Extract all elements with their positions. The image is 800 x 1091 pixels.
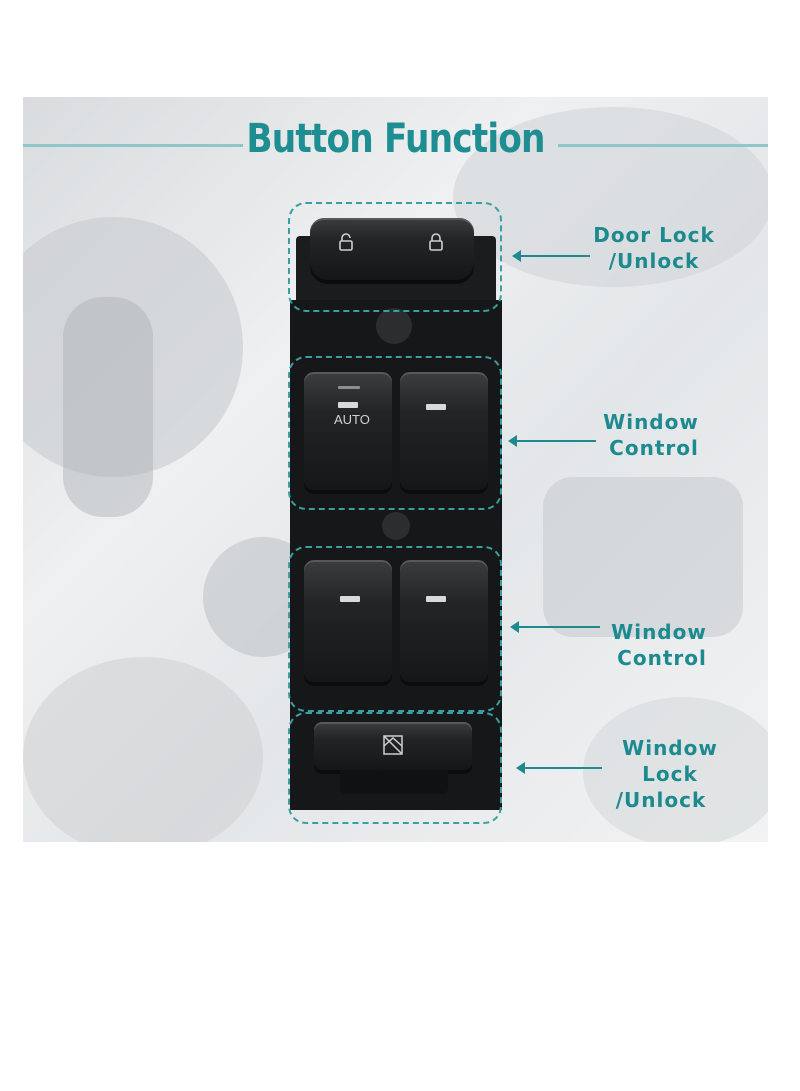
title-bar: Button Function — [23, 110, 768, 174]
label-door-lock: Door Lock /Unlock — [592, 222, 716, 274]
indicator-lamp — [340, 596, 360, 602]
label-window-lock: Window Lock /Unlock — [596, 735, 744, 813]
title-rule-left — [23, 144, 243, 147]
indicator-lamp — [338, 386, 360, 389]
label-window-lock-line1: Window Lock — [622, 736, 718, 786]
label-window-control-2-line2: Control — [617, 646, 707, 670]
label-window-control-2: Window Control — [604, 619, 714, 671]
arrow-left-icon — [508, 435, 596, 447]
door-lock-switch[interactable] — [310, 218, 474, 280]
lock-icon — [429, 233, 443, 251]
window-switch-passenger[interactable] — [400, 372, 488, 490]
panel-screw — [382, 512, 410, 540]
title-rule-right — [558, 144, 768, 147]
label-window-control-2-line1: Window — [611, 620, 707, 644]
label-window-control-1: Window Control — [596, 409, 706, 461]
label-window-lock-line2: /Unlock — [615, 788, 707, 812]
highlight-door-lock — [288, 202, 502, 312]
indicator-lamp — [426, 404, 446, 410]
window-lock-switch[interactable] — [314, 722, 472, 770]
indicator-lamp — [426, 596, 446, 602]
arrow-left-icon — [516, 762, 602, 774]
window-switch-driver[interactable]: AUTO — [304, 372, 392, 490]
auto-label: AUTO — [334, 412, 370, 427]
panel-screw — [376, 308, 412, 344]
indicator-lamp — [338, 402, 358, 408]
label-door-lock-line2: /Unlock — [608, 249, 700, 273]
window-switch-rear-right[interactable] — [400, 560, 488, 682]
window-lock-base — [340, 770, 448, 794]
label-door-lock-line1: Door Lock — [593, 223, 715, 247]
arrow-left-icon — [510, 621, 600, 633]
unlock-icon — [339, 233, 353, 251]
window-switch-rear-left[interactable] — [304, 560, 392, 682]
highlight-window-control-1 — [288, 356, 502, 510]
highlight-window-lock — [288, 712, 502, 824]
page-title: Button Function — [246, 116, 545, 162]
label-window-control-1-line1: Window — [603, 410, 699, 434]
label-window-control-1-line2: Control — [609, 436, 699, 460]
highlight-window-control-2 — [288, 546, 502, 712]
arrow-left-icon — [512, 250, 590, 262]
window-lock-icon — [383, 735, 403, 755]
